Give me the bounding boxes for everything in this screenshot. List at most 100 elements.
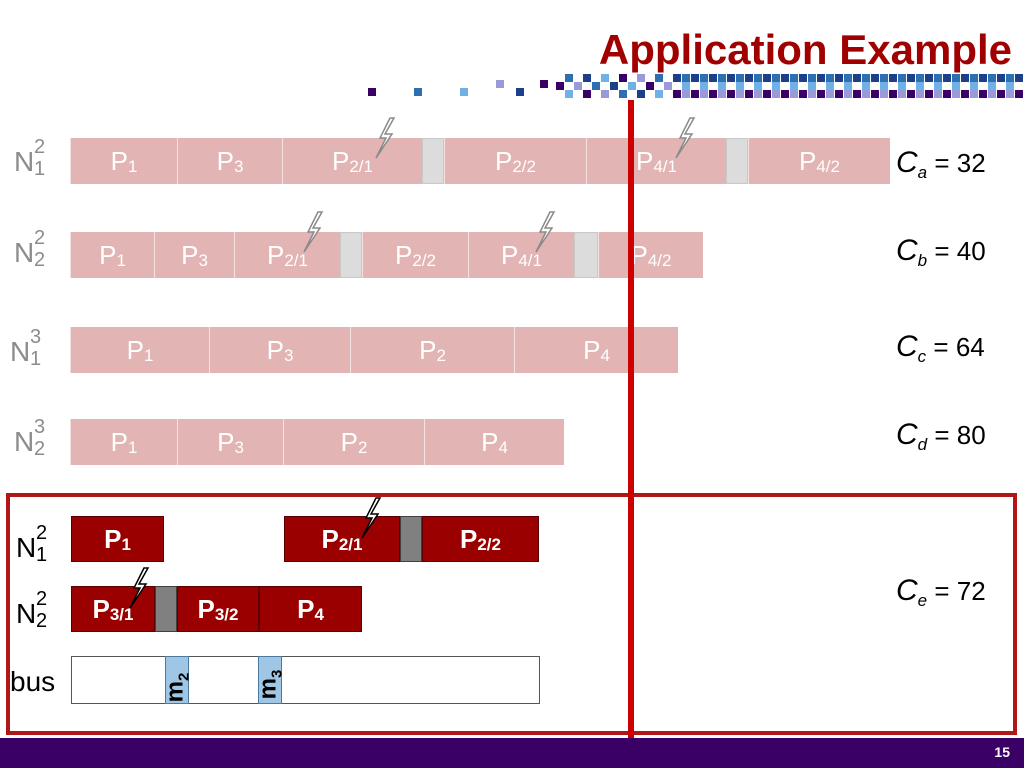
decor-square: [460, 88, 468, 96]
decor-square: [844, 90, 852, 98]
decor-square: [970, 90, 978, 98]
recovery-gap: [422, 138, 444, 184]
decor-square: [691, 74, 699, 82]
decor-square: [826, 74, 834, 82]
node-label-row4: N 3 2: [14, 416, 46, 460]
decor-square: [907, 74, 915, 82]
decor-square: [808, 82, 816, 90]
decor-square: [808, 90, 816, 98]
decor-square: [871, 74, 879, 82]
decor-square: [988, 82, 996, 90]
decor-square: [952, 82, 960, 90]
decor-square: [1015, 74, 1023, 82]
message-label: m2: [161, 672, 193, 703]
decor-square: [916, 82, 924, 90]
decor-square: [1006, 82, 1014, 90]
decor-square: [673, 74, 681, 82]
cost-label-c: Cc = 64: [896, 330, 985, 367]
decor-square: [862, 90, 870, 98]
decor-square: [790, 82, 798, 90]
decor-square: [763, 74, 771, 82]
decor-square: [853, 74, 861, 82]
decor-square: [610, 82, 618, 90]
recovery-gap: [726, 138, 748, 184]
decor-square: [1006, 74, 1014, 82]
decor-square: [916, 74, 924, 82]
highlight-box: [6, 493, 1017, 735]
decor-square: [556, 82, 564, 90]
decor-square: [997, 74, 1005, 82]
page-number: 15: [994, 744, 1010, 760]
decor-square: [979, 74, 987, 82]
decor-square: [619, 74, 627, 82]
decor-square: [583, 90, 591, 98]
decor-square: [754, 82, 762, 90]
decor-square: [934, 82, 942, 90]
decor-square: [1015, 90, 1023, 98]
decor-square: [826, 82, 834, 90]
decor-square: [934, 90, 942, 98]
decor-square: [745, 74, 753, 82]
decor-square: [619, 90, 627, 98]
decor-square: [727, 74, 735, 82]
decor-square: [368, 88, 376, 96]
cost-label-d: Cd = 80: [896, 418, 986, 455]
decor-square: [655, 90, 663, 98]
recovery-gap: [574, 232, 598, 278]
decor-square: [943, 74, 951, 82]
decor-square: [943, 90, 951, 98]
decor-square: [754, 90, 762, 98]
fault-bolt-icon: [375, 117, 396, 159]
decor-square: [799, 90, 807, 98]
decor-square: [772, 82, 780, 90]
decor-square: [682, 90, 690, 98]
decor-square: [745, 90, 753, 98]
decor-square: [835, 90, 843, 98]
decor-square: [781, 74, 789, 82]
decor-square: [808, 74, 816, 82]
decor-square: [898, 74, 906, 82]
decor-square: [565, 90, 573, 98]
node-label-row3: N 3 1: [10, 326, 42, 370]
decor-square: [583, 74, 591, 82]
decor-square: [880, 90, 888, 98]
decor-square: [592, 82, 600, 90]
decor-square: [637, 74, 645, 82]
decor-square: [682, 74, 690, 82]
decor-square: [952, 90, 960, 98]
decor-square: [601, 74, 609, 82]
decor-square: [871, 90, 879, 98]
decor-square: [700, 74, 708, 82]
decor-square: [718, 82, 726, 90]
decor-square: [880, 82, 888, 90]
decor-square: [718, 90, 726, 98]
decor-square: [754, 74, 762, 82]
decor-square: [916, 90, 924, 98]
message-slot: [165, 656, 189, 704]
decor-square: [826, 90, 834, 98]
decor-square: [664, 82, 672, 90]
slide-title: Application Example: [598, 26, 1012, 73]
decor-square: [952, 74, 960, 82]
node-label-row1: N 2 1: [14, 136, 46, 180]
message-label: m3: [254, 669, 286, 700]
decor-square: [414, 88, 422, 96]
